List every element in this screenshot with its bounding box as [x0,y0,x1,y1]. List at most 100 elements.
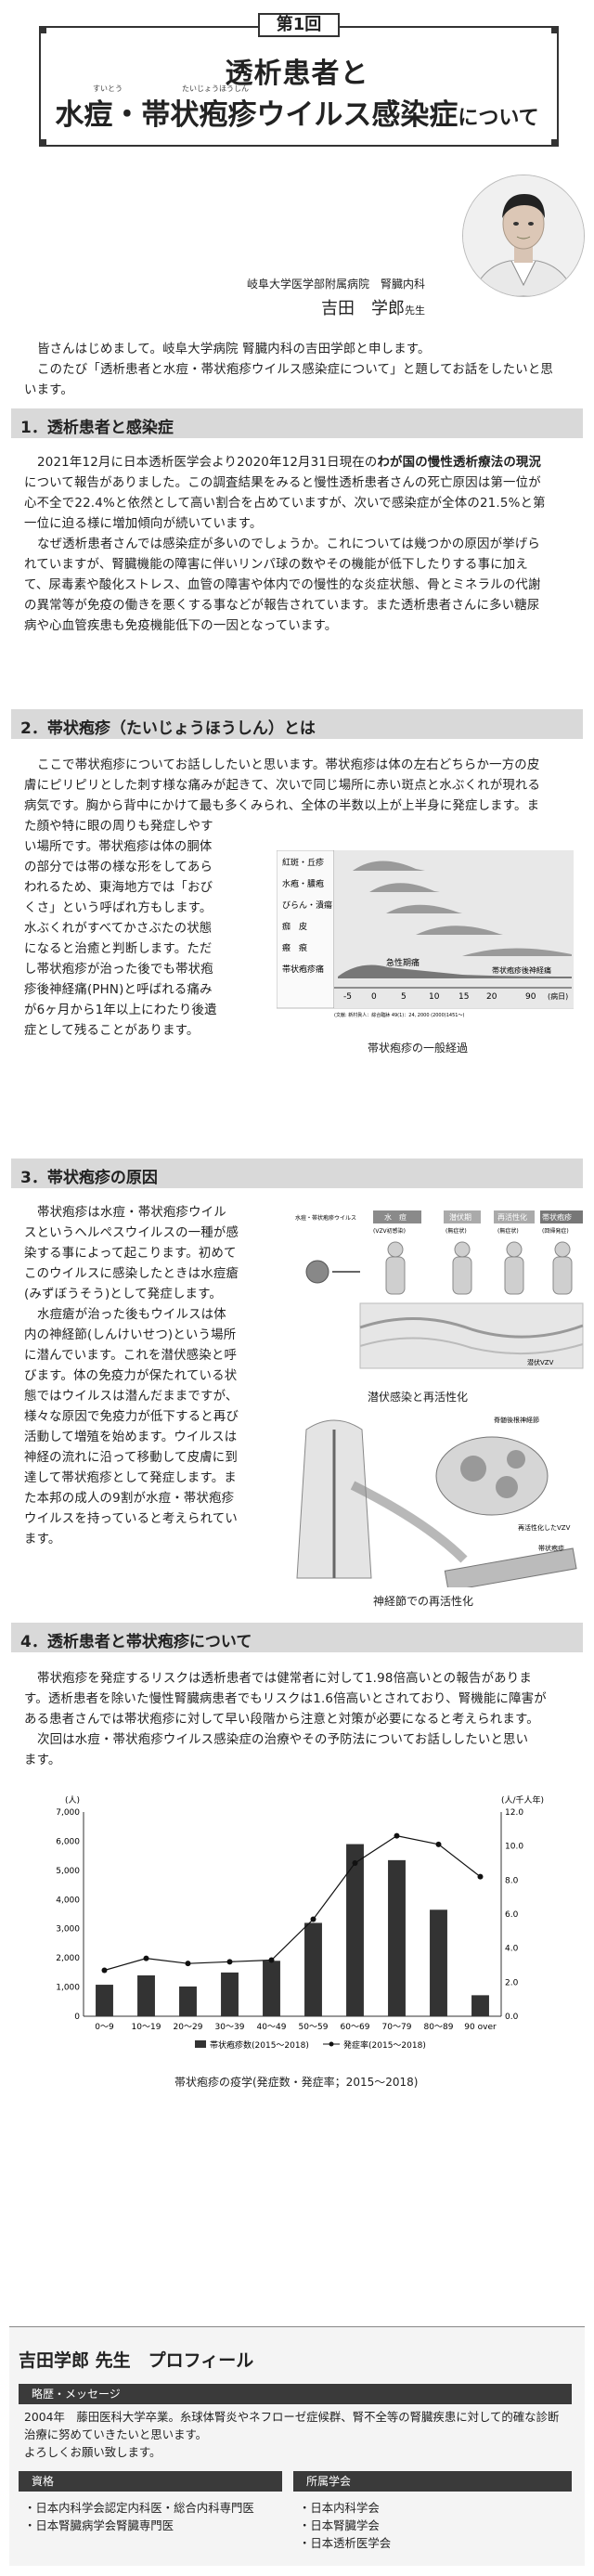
intro-line-2: このたび「透析患者と水痘・帯状疱疹ウイルス感染症について」と題してお話をしたいと… [37,363,554,377]
career-heading: 略歴・メッセージ [32,2388,121,2401]
tick-5: 20 [486,992,497,1002]
title-frame [39,26,559,147]
qual-heading: 資格 [32,2475,55,2488]
profile-title: 吉田学郎 先生 プロフィール [19,2350,254,2371]
s1-line-1: について報告がありました。この調査結果をみると慢性透析患者さんの死亡原因は第一位… [24,476,541,490]
latency-figure-caption: 潜伏感染と再活性化 [368,1391,469,1404]
s4-line-4: ます。 [24,1754,61,1767]
section-4-heading-bar: 4．透析患者と帯状疱疹について [11,1623,583,1652]
rate-point-1 [143,1955,149,1961]
rate-line [101,1832,484,1974]
left-tick-0: 0 [74,2013,80,2022]
s3-line-0: 帯状疱疹は水痘・帯状疱疹ウイル [37,1206,226,1220]
s2-line-1: 膚にピリピリとした刺す様な痛みが起きて、次いで同じ場所に赤い斑点と水ぶくれが現れ… [24,779,541,793]
title-main: 水痘・帯状疱疹ウイルス感染症 [55,98,458,132]
bar-7 [388,1859,406,2016]
rate-point-0 [101,1967,108,1974]
s2-narrow-line-2: の部分では帯の様な形をしてあら [24,861,213,874]
left-tick-7: 7,000 [56,1808,80,1818]
rate-point-8 [435,1841,442,1847]
section-3-heading: 3．帯状疱疹の原因 [20,1169,158,1187]
rate-point-2 [185,1961,191,1967]
bar-6 [346,1844,364,2016]
s1-line-4: なぜ透析患者さんでは感染症が多いのでしょうか。これについては幾つかの原因が挙げら [37,537,541,551]
right-tick-5: 10.0 [505,1843,523,1852]
s2-narrow-line-0: た顔や特に眼の周りも発症しやす [24,820,213,834]
career-line-0: 2004年 藤田医科大学卒業。糸球体腎炎やネフローゼ症候群、腎不全等の腎臓疾患に… [24,2410,560,2424]
s3-line-13: 達して帯状疱疹として発症します。ま [24,1471,237,1485]
category-7: 70〜79 [382,2023,412,2032]
society-heading: 所属学会 [306,2475,352,2488]
s3-line-15: ウイルスを持っていると考えられてい [24,1512,238,1526]
qual-heading-bar: 資格 [19,2471,282,2492]
s2-narrow-line-5: 水ぶくれがすべてかさぶたの状態 [24,922,213,936]
s2-line-2: 病気です。胸から背中にかけて最も多くみられ、全体の半数以上が上半身に発症します。… [24,799,540,813]
chart-row-5: 帯状疱疹痛 [282,964,324,975]
bar-9 [471,1995,489,2016]
right-tick-3: 6.0 [505,1910,519,1920]
category-5: 50〜59 [299,2023,329,2032]
curve-erythema [353,861,425,871]
s2-narrow-line-6: になると治癒と判断します。ただ [24,942,213,956]
bar-5 [304,1922,322,2016]
ganglion-figure-caption: 神経節での再活性化 [373,1595,474,1608]
episode-label: 第1回 [258,13,340,37]
s2-narrow-line-4: くさ」という呼ばれ方もします。 [24,901,213,915]
s3-line-6: 内の神経節(しんけいせつ)という場所 [24,1328,237,1342]
curve-pain [338,964,572,978]
course-chart-caption: 帯状疱疹の一般経過 [368,1042,469,1055]
epidemiology-chart-caption: 帯状疱疹の疫学(発症数・発症率；2015〜2018) [174,2076,419,2089]
fig2-label-zoster: 帯状疱疹 [538,1544,564,1552]
author-name-text: 吉田 学郎 [321,299,405,318]
s2-narrow-line-10: 症として残ることがあります。 [24,1024,200,1038]
ganglion-icon [435,1436,549,1516]
chart-ticks: -5 0 5 10 15 20 90 (病日) [343,991,568,1002]
title-suffix: について [458,107,539,130]
s2-narrow-line-8: 疹後神経痛(PHN)と呼ばれる痛み [24,983,213,997]
category-8: 80〜89 [424,2023,454,2032]
fig1-label-nosymp2: (無症状) [497,1227,519,1235]
left-tick-5: 5,000 [56,1867,80,1876]
category-6: 60〜69 [341,2023,370,2032]
author-affiliation: 岐阜大学医学部附属病院 腎臓内科 [247,278,426,291]
ganglion-figure: 脊髄後根神経節 再活性化したVZV 帯状疱疹 [278,1411,585,1587]
fig1-label-latent: 潜伏期 [449,1212,471,1222]
society-heading-bar: 所属学会 [293,2471,572,2492]
legend: 帯状疱疹数(2015〜2018) 発症率(2015〜2018) [195,2039,426,2051]
category-9: 90 over [464,2023,497,2032]
curve-erosion [386,904,462,913]
category-0: 0〜9 [95,2023,114,2032]
right-tick-6: 12.0 [505,1808,523,1818]
section-2-heading: 2．帯状疱疹（たいじょうほうしん）とは [20,719,316,738]
left-tick-2: 2,000 [56,1954,80,1963]
author-photo [462,175,585,297]
virus-icon [305,1260,329,1284]
s1-line-2: 心不全で22.4%と依然として高い割合を占めていますが、次いで感染症が全体の21… [24,497,546,511]
category-1: 10〜19 [132,2023,161,2032]
rate-point-6 [352,1860,358,1866]
s2-narrow-line-9: が6ヶ月から1年以上にわたり後遺 [24,1003,217,1017]
bar-8 [430,1909,447,2016]
career-heading-bar: 略歴・メッセージ [19,2384,572,2404]
chart-row-1: 水疱・膿疱 [282,878,324,889]
s2-narrow-line-3: われるため、東海地方では「おび [24,881,213,895]
herpes-course-chart: 紅斑・丘疹 水疱・膿疱 びらん・潰瘍 痂 皮 瘢 痕 帯状疱疹痛 急性期痛 帯状… [277,850,574,1018]
fig1-label-reactivation: 再活性化 [497,1212,527,1222]
tick-4: 15 [458,992,469,1002]
s2-narrow-line-7: し帯状疱疹が治った後でも帯状疱 [24,963,213,977]
rate-point-3 [226,1959,233,1965]
fig1-label-virus: 水痘・帯状疱疹ウイルス [295,1214,356,1222]
rate-point-9 [477,1873,484,1880]
category-3: 30〜39 [215,2023,245,2032]
s1-line-0-text: 2021年12月に日本透析医学会より2020年12月31日現在の [37,456,378,470]
label-acute-pain: 急性期痛 [386,957,420,968]
s3-line-12: 神経の流れに沿って移動して皮膚に到 [24,1451,238,1465]
s1-line-0: 2021年12月に日本透析医学会より2020年12月31日現在のわが国の慢性透析… [37,453,541,473]
legend-line-marker [329,2041,334,2047]
section-4-heading: 4．透析患者と帯状疱疹について [20,1633,252,1651]
s2-line-0: ここで帯状疱疹についてお話ししたいと思います。帯状疱疹は体の左右どちらか一方の皮 [37,758,540,772]
fig1-label-recurrent: (回帰発症) [542,1227,569,1235]
tick-1: 0 [371,992,377,1002]
